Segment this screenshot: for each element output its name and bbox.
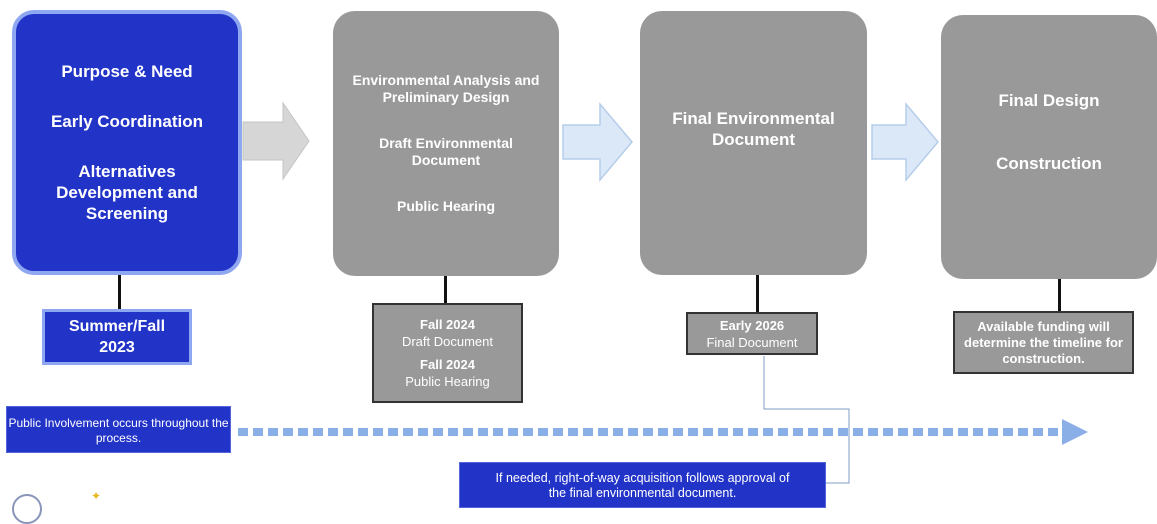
- stage-final-design-construction: Final Design Construction: [941, 15, 1157, 279]
- stage2-line-1: Environmental Analysis and Preliminary D…: [352, 72, 540, 105]
- stage-environmental-analysis: Environmental Analysis and Preliminary D…: [333, 11, 559, 276]
- stage2-hearing-label: Public Hearing: [405, 374, 490, 389]
- arrow-stage1-to-stage2: [242, 101, 310, 181]
- stage4-funding-note: Available funding will determine the tim…: [964, 318, 1123, 366]
- stage3-date-box: Early 2026 Final Document: [686, 312, 818, 355]
- arrow-stage3-to-stage4: [871, 101, 939, 183]
- stage4-stem: [1058, 279, 1061, 311]
- right-of-way-callout-connector: [763, 356, 850, 484]
- stage1-date-box: Summer/Fall 2023: [42, 309, 192, 365]
- public-involvement-text: Public Involvement occurs throughout the…: [8, 416, 229, 445]
- stage-final-environmental-document: Final Environmental Document: [640, 11, 867, 275]
- right-of-way-text: If needed, right-of-way acquisition foll…: [495, 471, 790, 500]
- stage1-line-3: Alternatives Development and Screening: [56, 162, 198, 223]
- stage2-draft-date: Fall 2024: [420, 317, 475, 332]
- sparkle-logo-icon: ✦: [91, 489, 102, 503]
- arrow-stage2-to-stage3: [562, 101, 633, 183]
- right-of-way-note: If needed, right-of-way acquisition foll…: [459, 462, 826, 508]
- stage3-date-label: Final Document: [706, 334, 798, 350]
- stage2-stem: [444, 276, 447, 303]
- stage2-hearing-date: Fall 2024: [420, 357, 475, 372]
- dotted-line-arrowhead: [1062, 419, 1088, 445]
- stage4-date-box: Available funding will determine the tim…: [953, 311, 1134, 374]
- seal-logo-icon: [12, 494, 42, 524]
- stage2-date-box: Fall 2024 Draft Document Fall 2024 Publi…: [372, 303, 523, 403]
- stage1-line-2: Early Coordination: [50, 112, 204, 131]
- stage3-stem: [756, 275, 759, 312]
- stage1-line-1: Purpose & Need: [61, 62, 193, 81]
- public-involvement-note: Public Involvement occurs throughout the…: [6, 406, 231, 453]
- stage2-line-3: Public Hearing: [396, 198, 496, 214]
- stage3-line-1: Final Environmental Document: [672, 109, 835, 149]
- stage4-line-2: Construction: [996, 154, 1102, 173]
- stage1-date: Summer/Fall 2023: [68, 318, 166, 356]
- stage2-line-2: Draft Environmental Document: [379, 135, 513, 168]
- stage3-date: Early 2026: [719, 317, 785, 333]
- connectors-layer: [238, 101, 1088, 484]
- stage2-draft-label: Draft Document: [401, 334, 494, 349]
- stage1-stem: [118, 275, 121, 309]
- stage4-line-1: Final Design: [998, 91, 1100, 110]
- stage-purpose-need: Purpose & Need Early Coordination Altern…: [12, 10, 242, 275]
